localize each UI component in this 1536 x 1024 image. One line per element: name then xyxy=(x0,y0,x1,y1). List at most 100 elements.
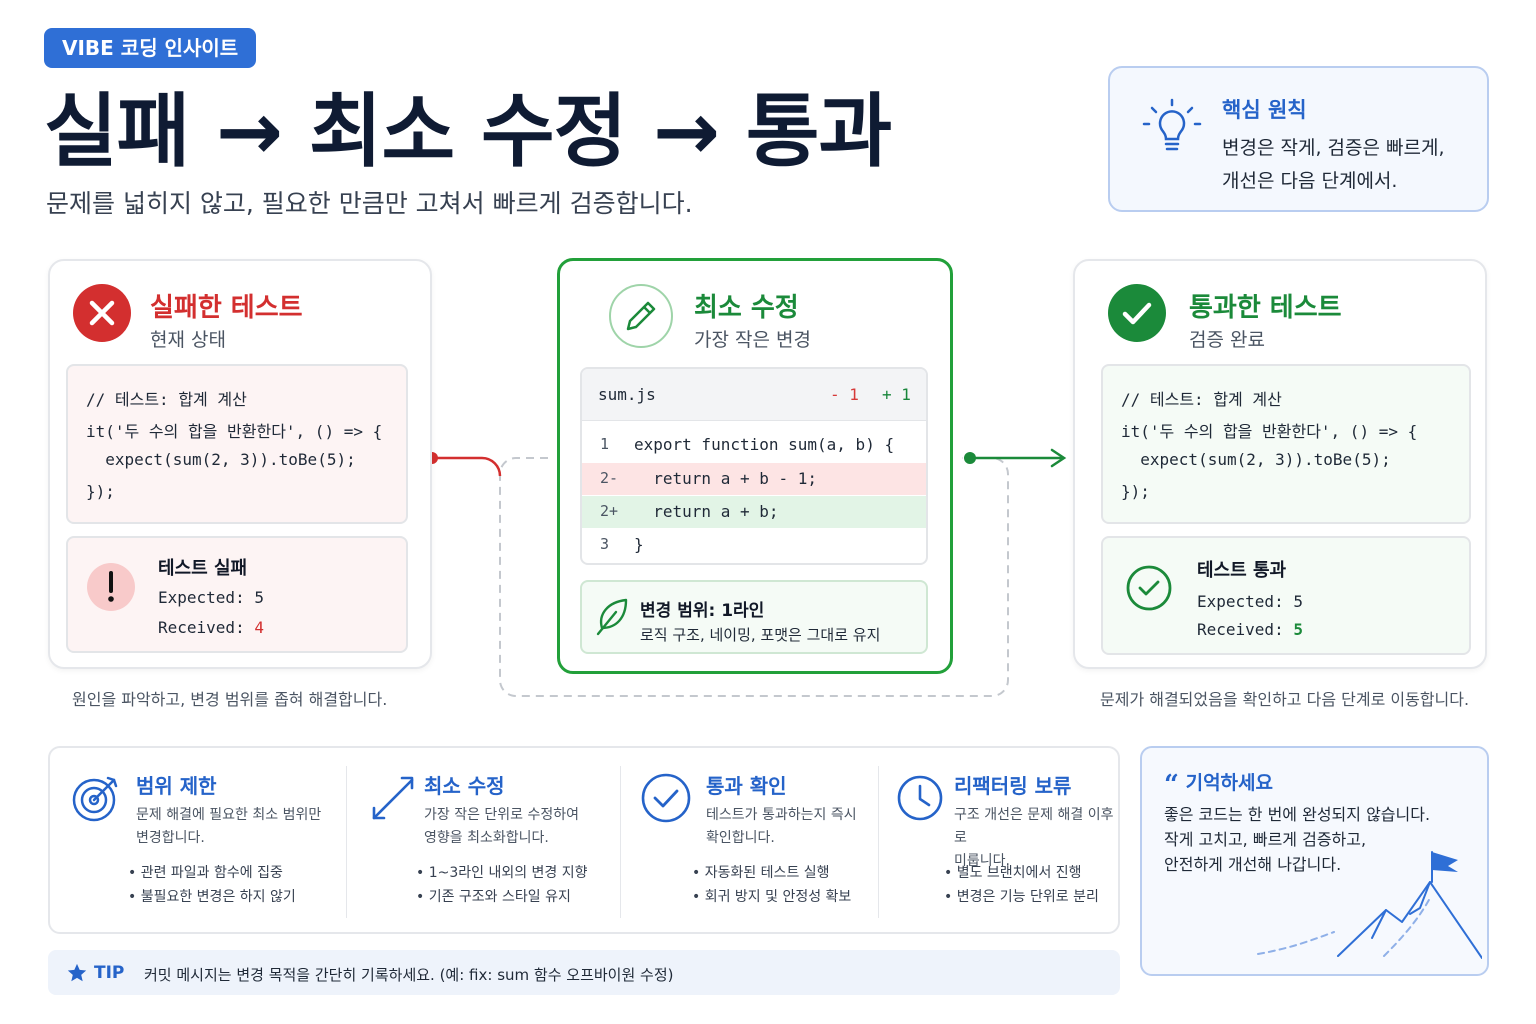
expected-label: Expected: xyxy=(1197,592,1294,611)
diff-deletions-count: - 1 xyxy=(830,385,859,404)
code-line: // 테스트: 합계 계산 xyxy=(86,390,247,409)
expected-row: Expected: 5 xyxy=(158,588,264,607)
exclamation-icon xyxy=(87,563,135,611)
leaf-icon xyxy=(596,598,628,636)
feature-desc-line: 구조 개선은 문제 해결 이후로 xyxy=(954,807,1114,846)
feature-bullet: • 불필요한 변경은 하지 않기 xyxy=(128,889,296,905)
feature-desc: 테스트가 통과하는지 즉시 확인합니다. xyxy=(706,804,857,850)
remember-box: “ 기억하세요 좋은 코드는 한 번에 완성되지 않습니다. 작게 고치고, 빠… xyxy=(1140,746,1489,976)
scope-title: 변경 범위: 1라인 xyxy=(640,601,765,621)
remember-title: 기억하세요 xyxy=(1185,772,1273,794)
passed-code-block: // 테스트: 합계 계산 it('두 수의 합을 반환한다', () => {… xyxy=(1101,364,1471,524)
diff-row: 1 export function sum(a, b) { xyxy=(582,429,926,461)
fix-subtitle: 가장 작은 변경 xyxy=(694,329,811,351)
feature-desc: 문제 해결에 필요한 최소 범위만 변경합니다. xyxy=(136,804,321,850)
feature-refactor-defer: 리팩터링 보류 구조 개선은 문제 해결 이후로 미룹니다. • 별도 브랜치에… xyxy=(896,748,1116,932)
mountain-flag-icon xyxy=(1257,851,1482,959)
feature-bullet: • 기존 구조와 스타일 유지 xyxy=(416,889,571,905)
feature-title: 범위 제한 xyxy=(136,774,217,798)
expected-label: Expected: xyxy=(158,588,255,607)
received-row: Received: 5 xyxy=(1197,620,1303,639)
feature-pass-check: 통과 확인 테스트가 통과하는지 즉시 확인합니다. • 자동화된 테스트 실행… xyxy=(640,748,875,932)
principle-line-1: 변경은 작게, 검증은 빠르게, xyxy=(1222,137,1445,159)
practice-features: 범위 제한 문제 해결에 필요한 최소 범위만 변경합니다. • 관련 파일과 … xyxy=(48,746,1120,934)
feature-title: 최소 수정 xyxy=(424,774,505,798)
code-line: it('두 수의 합을 반환한다', () => { xyxy=(1121,422,1418,441)
star-icon xyxy=(67,963,87,982)
principle-title: 핵심 원칙 xyxy=(1222,98,1307,122)
principle-body: 변경은 작게, 검증은 빠르게, 개선은 다음 단계에서. xyxy=(1222,132,1482,198)
received-value: 4 xyxy=(254,618,264,637)
failed-caption: 원인을 파악하고, 변경 범위를 좁혀 해결합니다. xyxy=(72,690,388,709)
remember-line-2: 작게 고치고, 빠르게 검증하고, xyxy=(1164,830,1367,849)
diff-additions-count: + 1 xyxy=(882,385,911,404)
diff-line-number: 3 xyxy=(600,535,610,553)
code-line: // 테스트: 합계 계산 xyxy=(1121,390,1282,409)
diff-line-code: } xyxy=(634,535,644,554)
feature-desc-line: 확인합니다. xyxy=(706,830,775,846)
diff-header: sum.js - 1 + 1 xyxy=(582,369,926,421)
diff-row-deleted: 2- return a + b - 1; xyxy=(582,463,926,495)
diff-line-number: 2- xyxy=(600,469,619,487)
remember-title-row: “ 기억하세요 xyxy=(1164,768,1273,798)
expected-row: Expected: 5 xyxy=(1197,592,1303,611)
passed-test-card: 통과한 테스트 검증 완료 // 테스트: 합계 계산 it('두 수의 합을 … xyxy=(1073,259,1487,669)
passed-title: 통과한 테스트 xyxy=(1189,293,1342,323)
passed-result-title: 테스트 통과 xyxy=(1197,560,1287,581)
passed-caption: 문제가 해결되었음을 확인하고 다음 단계로 이동합니다. xyxy=(1100,690,1470,709)
diff-view: sum.js - 1 + 1 1 export function sum(a, … xyxy=(580,367,928,565)
feature-bullet: • 자동화된 테스트 실행 xyxy=(692,865,830,881)
change-scope-box: 변경 범위: 1라인 로직 구조, 네이밍, 포맷은 그대로 유지 xyxy=(580,580,928,654)
feature-desc: 가장 작은 단위로 수정하여 영향을 최소화합니다. xyxy=(424,804,579,850)
expected-value: 5 xyxy=(254,588,264,607)
error-x-icon xyxy=(73,284,131,342)
diff-line-code: export function sum(a, b) { xyxy=(634,435,895,454)
page-title: 실패 → 최소 수정 → 통과 xyxy=(44,85,892,178)
divider xyxy=(878,766,879,918)
remember-line-1: 좋은 코드는 한 번에 완성되지 않습니다. xyxy=(1164,805,1431,824)
remember-body: 좋은 코드는 한 번에 완성되지 않습니다. 작게 고치고, 빠르게 검증하고,… xyxy=(1164,802,1464,877)
principle-line-2: 개선은 다음 단계에서. xyxy=(1222,170,1398,192)
code-line: it('두 수의 합을 반환한다', () => { xyxy=(86,422,383,441)
lightbulb-icon xyxy=(1142,98,1202,151)
tip-label: TIP xyxy=(94,963,125,983)
feature-scope-limit: 범위 제한 문제 해결에 필요한 최소 범위만 변경합니다. • 관련 파일과 … xyxy=(70,748,345,932)
failed-test-card: 실패한 테스트 현재 상태 // 테스트: 합계 계산 it('두 수의 합을 … xyxy=(48,259,432,669)
principle-box: 핵심 원칙 변경은 작게, 검증은 빠르게, 개선은 다음 단계에서. xyxy=(1108,66,1489,212)
remember-line-3: 안전하게 개선해 나갑니다. xyxy=(1164,855,1342,874)
diff-line-number: 2+ xyxy=(600,502,619,520)
diff-line-code: return a + b; xyxy=(634,502,779,521)
pass-connector-dot xyxy=(964,452,976,464)
failed-code-block: // 테스트: 합계 계산 it('두 수의 합을 반환한다', () => {… xyxy=(66,364,408,524)
feature-desc-line: 문제 해결에 필요한 최소 범위만 xyxy=(136,807,322,823)
tip-text: 커밋 메시지는 변경 목적을 간단히 기록하세요. (예: fix: sum 함… xyxy=(144,966,674,984)
clock-icon xyxy=(897,775,943,821)
feature-bullet: • 별도 브랜치에서 진행 xyxy=(944,865,1082,881)
feature-desc-line: 영향을 최소화합니다. xyxy=(424,830,549,846)
check-circle-icon xyxy=(641,773,691,823)
diff-filename: sum.js xyxy=(598,385,656,404)
failed-subtitle: 현재 상태 xyxy=(150,329,226,351)
diff-row: 3 } xyxy=(582,529,926,561)
page-subtitle: 문제를 넓히지 않고, 필요한 만큼만 고쳐서 빠르게 검증합니다. xyxy=(46,189,693,218)
code-line: expect(sum(2, 3)).toBe(5); xyxy=(86,450,356,469)
fail-connector xyxy=(432,456,502,477)
code-line: }); xyxy=(86,482,115,501)
feature-bullet: • 1~3라인 내외의 변경 지향 xyxy=(416,865,588,881)
code-line: }); xyxy=(1121,482,1150,501)
feature-desc-line: 테스트가 통과하는지 즉시 xyxy=(706,807,857,823)
shrink-arrows-icon xyxy=(372,776,414,820)
diff-line-code: return a + b - 1; xyxy=(634,469,818,488)
received-value: 5 xyxy=(1293,620,1303,639)
diff-row-added: 2+ return a + b; xyxy=(582,496,926,528)
feature-desc-line: 미룹니다. xyxy=(954,853,1010,869)
expected-value: 5 xyxy=(1293,592,1303,611)
feature-desc: 구조 개선은 문제 해결 이후로 미룹니다. xyxy=(954,804,1116,873)
scope-body: 로직 구조, 네이밍, 포맷은 그대로 유지 xyxy=(640,626,881,644)
divider xyxy=(620,766,621,918)
tip-bar: TIP 커밋 메시지는 변경 목적을 간단히 기록하세요. (예: fix: s… xyxy=(48,950,1120,995)
check-circle-icon xyxy=(1126,565,1172,611)
feature-title: 통과 확인 xyxy=(706,774,787,798)
passed-result-box: 테스트 통과 Expected: 5 Received: 5 xyxy=(1101,536,1471,655)
diff-line-number: 1 xyxy=(600,435,610,453)
